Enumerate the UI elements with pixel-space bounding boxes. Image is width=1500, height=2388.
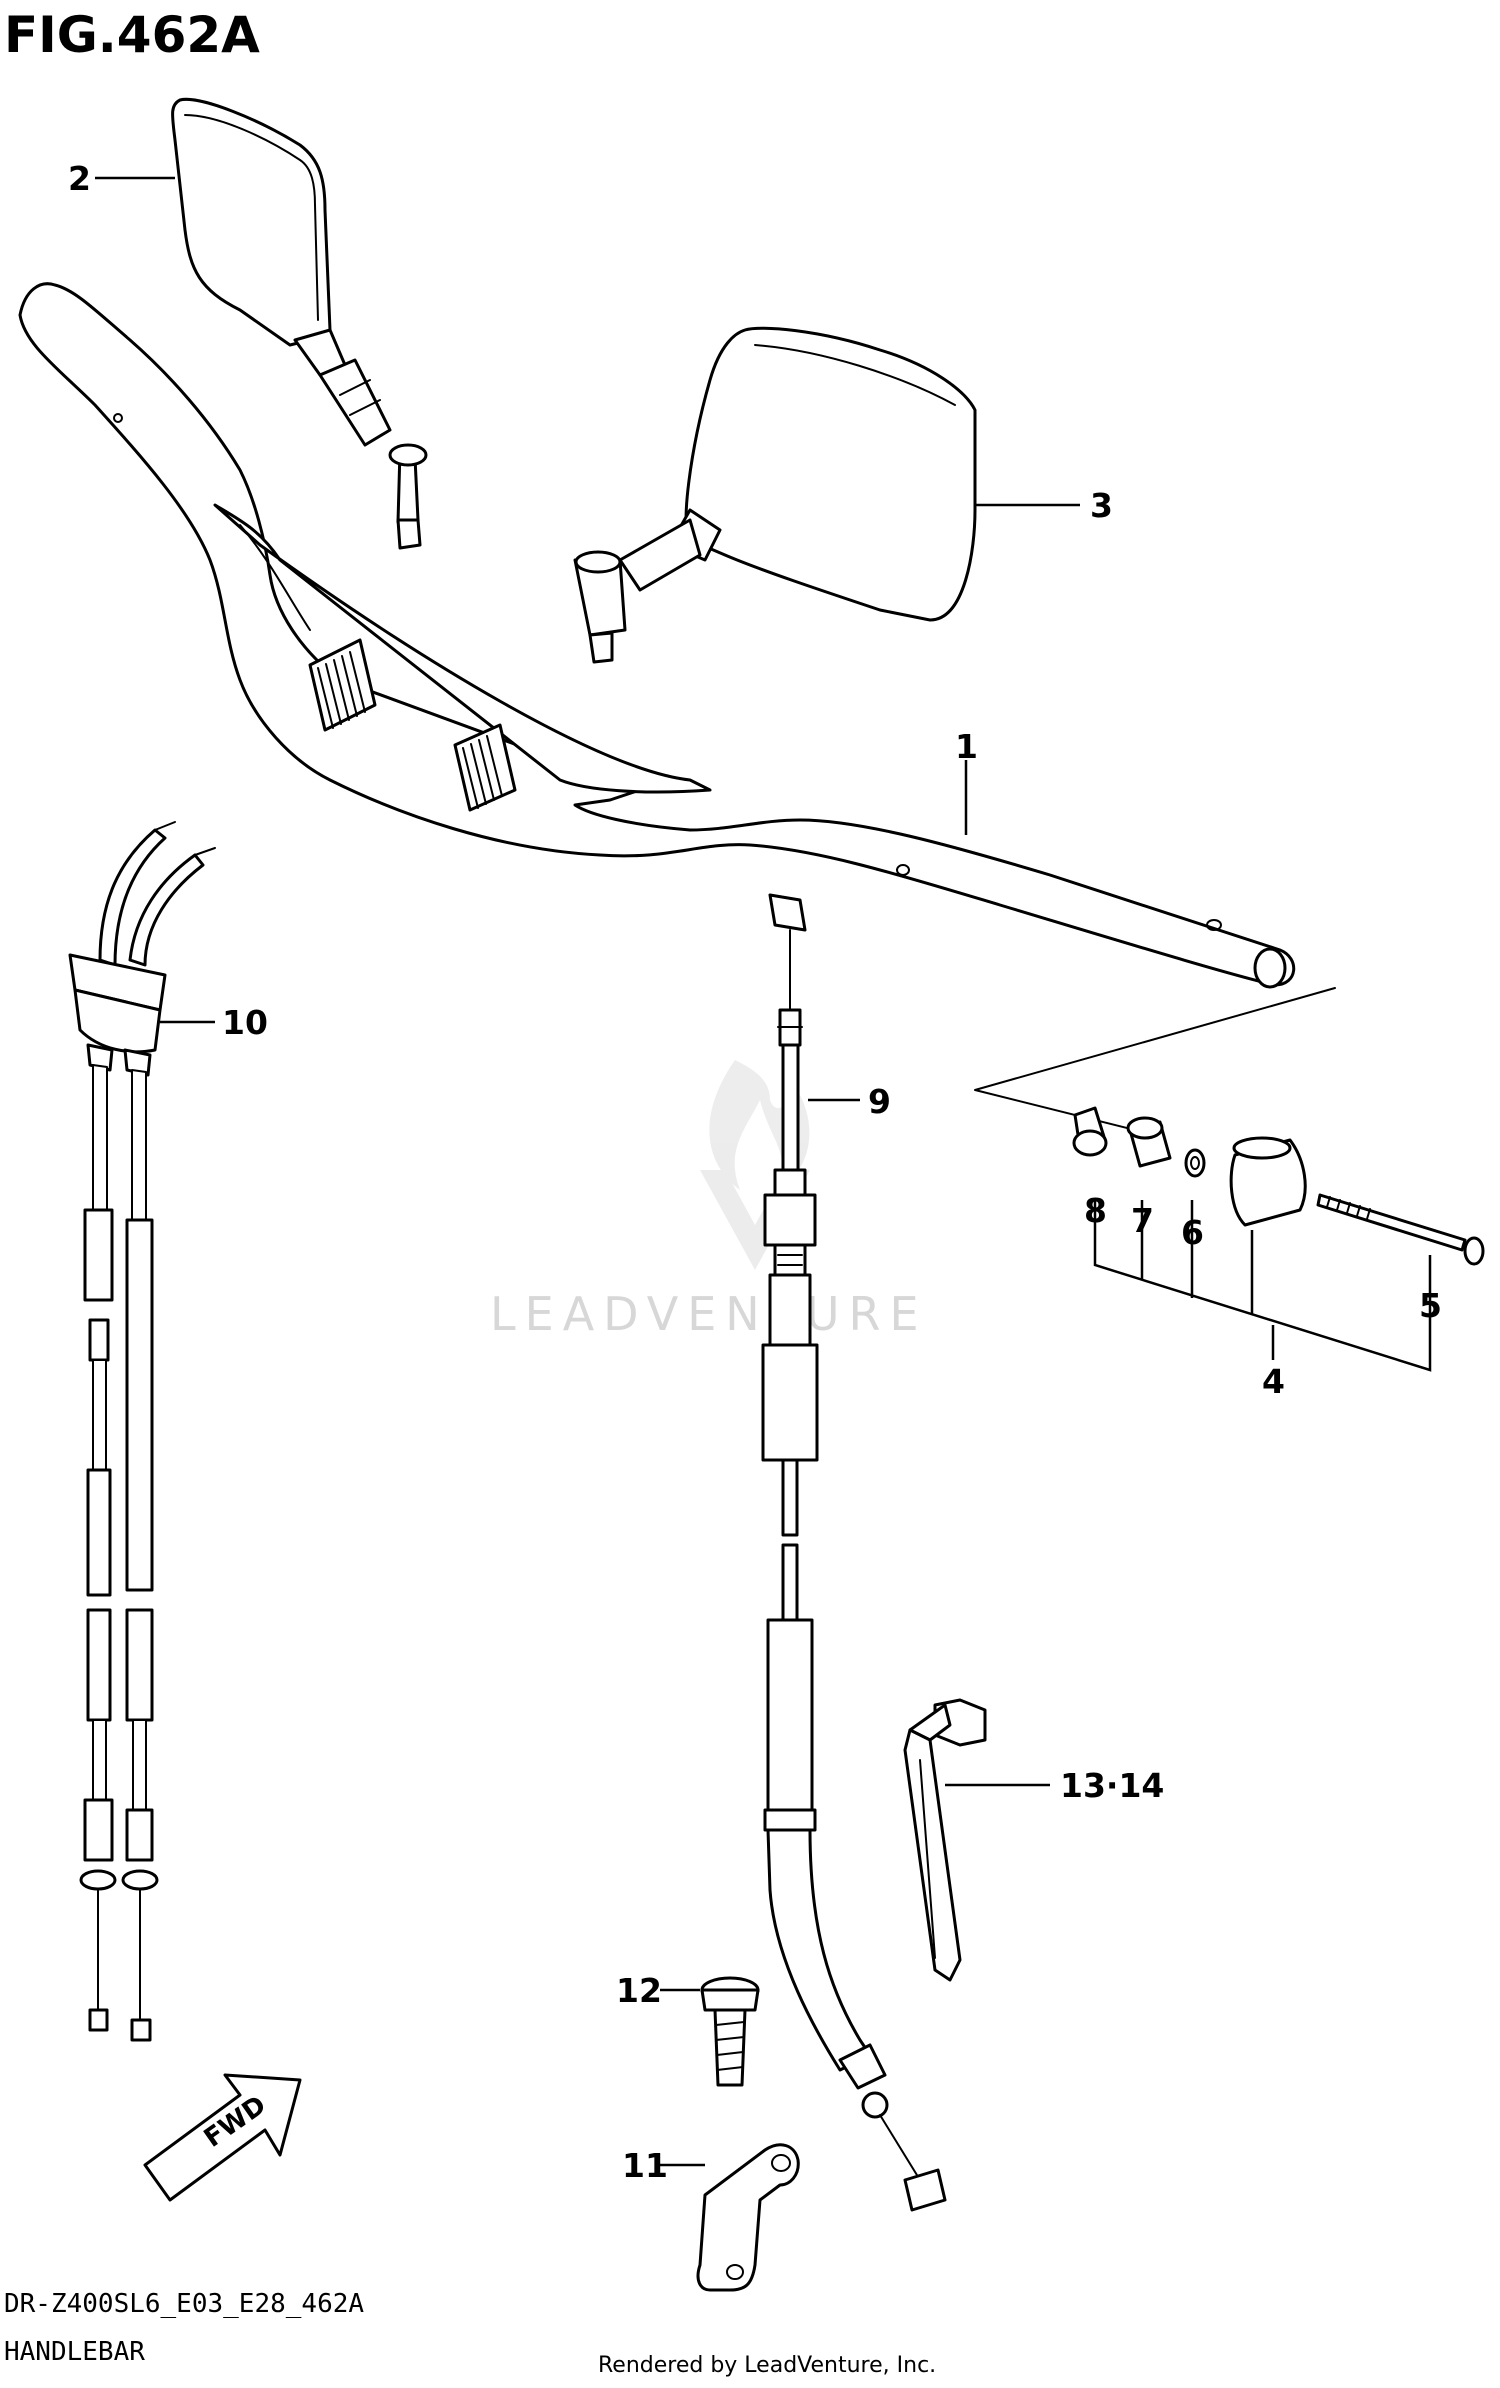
bolt-12-part <box>700 1976 760 2087</box>
callout-4: 4 <box>1262 1362 1285 1401</box>
mirror-right-part <box>573 326 977 664</box>
throttle-cables-part <box>68 821 216 2042</box>
callout-12: 12 <box>616 1971 662 2010</box>
forward-arrow-icon: FWD <box>143 2073 302 2202</box>
knurl-band-right <box>453 723 517 812</box>
clutch-cable-part <box>761 893 947 2212</box>
figure-code: DR-Z400SL6_E03_E28_462A <box>4 2289 364 2319</box>
handlebar-part <box>18 282 1296 989</box>
watermark-text: LEADVENTURE <box>490 1287 928 1341</box>
watermark: LEADVENTURE <box>490 1060 928 1341</box>
cable-bracket-part <box>696 2143 800 2292</box>
callout-7: 7 <box>1131 1201 1154 1240</box>
callout-2: 2 <box>68 159 91 198</box>
figure-name: HANDLEBAR <box>4 2337 145 2367</box>
mirror-left-part <box>171 97 428 550</box>
callout-11: 11 <box>622 2146 668 2185</box>
callout-10: 10 <box>222 1003 268 1042</box>
render-credit: Rendered by LeadVenture, Inc. <box>598 2353 936 2378</box>
callout-1: 1 <box>955 727 978 766</box>
callout-5: 5 <box>1419 1286 1442 1325</box>
callout-3: 3 <box>1090 486 1113 525</box>
bolt-8-part <box>1072 1106 1108 1157</box>
collar-7-part <box>1126 1116 1172 1168</box>
weight-4-part <box>1229 1136 1307 1227</box>
balancer-assembly <box>974 987 1485 1372</box>
callout-8: 8 <box>1084 1191 1107 1230</box>
cable-tie-part <box>903 1698 987 1982</box>
callout-6: 6 <box>1181 1213 1204 1252</box>
callout-13-14: 13·14 <box>1060 1766 1164 1805</box>
callouts: 2 3 1 9 10 8 7 6 5 4 13·14 12 11 <box>68 159 1442 2185</box>
knurl-band-left <box>308 638 377 732</box>
figure-title: FIG.462A <box>4 6 260 64</box>
washer-6-part <box>1184 1148 1206 1178</box>
leader-lines <box>95 176 1080 2167</box>
callout-9: 9 <box>868 1082 891 1121</box>
screw-5-part <box>1316 1193 1485 1266</box>
